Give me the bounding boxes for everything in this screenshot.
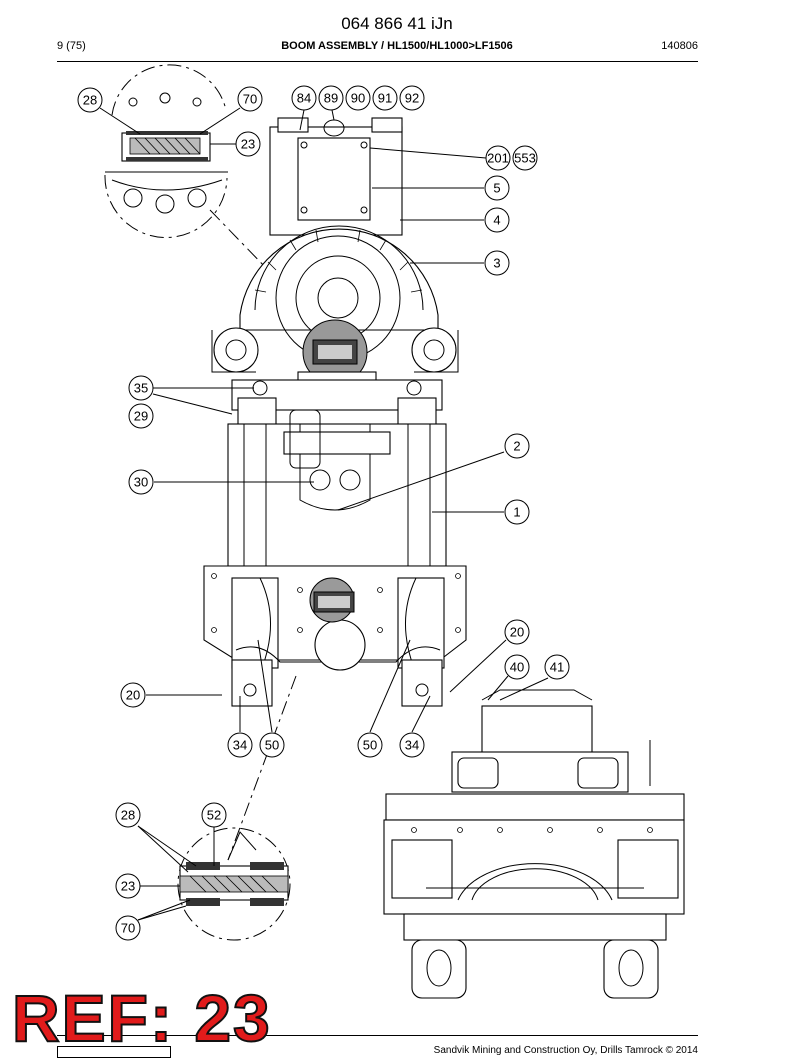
svg-text:34: 34	[405, 738, 419, 753]
callout-553: 553	[512, 145, 538, 171]
page-number: 9 (75)	[57, 40, 86, 52]
footer-copyright: Sandvik Mining and Construction Oy, Dril…	[433, 1045, 698, 1056]
leader-lines	[99, 107, 549, 921]
page-title: BOOM ASSEMBLY / HL1500/HL1000>LF1506	[281, 40, 513, 52]
svg-text:23: 23	[241, 137, 255, 152]
boom-main-view	[203, 117, 467, 861]
svg-text:40: 40	[510, 660, 524, 675]
svg-text:50: 50	[265, 738, 279, 753]
document-code: 140806	[661, 40, 698, 52]
svg-text:23: 23	[121, 879, 135, 894]
callout-23-bottom: 23	[115, 873, 141, 899]
callout-70-top: 70	[237, 86, 263, 112]
callout-2: 2	[504, 433, 530, 459]
svg-text:34: 34	[233, 738, 247, 753]
svg-text:30: 30	[134, 475, 148, 490]
callout-4: 4	[484, 207, 510, 233]
callout-28-bottom: 28	[115, 802, 141, 828]
callout-20-left: 20	[120, 682, 146, 708]
svg-text:92: 92	[405, 91, 419, 106]
callout-3: 3	[484, 250, 510, 276]
svg-text:3: 3	[493, 256, 500, 271]
callout-90: 90	[345, 85, 371, 111]
svg-text:201: 201	[487, 151, 509, 166]
svg-text:91: 91	[378, 91, 392, 106]
callout-29: 29	[128, 403, 154, 429]
svg-text:4: 4	[493, 213, 500, 228]
reference-stamp: REF: 23	[11, 981, 272, 1055]
callout-84: 84	[291, 85, 317, 111]
detail-view-top	[104, 64, 269, 271]
svg-text:1: 1	[513, 505, 520, 520]
header-rule	[57, 61, 698, 62]
document-number: 064 866 41 iJn	[341, 14, 453, 33]
callout-201: 201	[485, 145, 511, 171]
callout-89: 89	[318, 85, 344, 111]
callout-91: 91	[372, 85, 398, 111]
callout-40: 40	[504, 654, 530, 680]
callout-20-right: 20	[504, 619, 530, 645]
svg-text:35: 35	[134, 381, 148, 396]
callout-70-bottom: 70	[115, 915, 141, 941]
svg-text:90: 90	[351, 91, 365, 106]
svg-text:52: 52	[207, 808, 221, 823]
footer-rule	[57, 1035, 698, 1036]
svg-text:28: 28	[83, 93, 97, 108]
svg-text:28: 28	[121, 808, 135, 823]
svg-text:70: 70	[121, 921, 135, 936]
callout-23-top: 23	[235, 131, 261, 157]
carrier-view	[383, 689, 685, 999]
svg-text:50: 50	[363, 738, 377, 753]
callout-35: 35	[128, 375, 154, 401]
detail-view-bottom	[177, 827, 291, 941]
callout-1: 1	[504, 499, 530, 525]
svg-text:89: 89	[324, 91, 338, 106]
svg-text:2: 2	[513, 439, 520, 454]
callout-34-left: 34	[227, 732, 253, 758]
svg-text:5: 5	[493, 181, 500, 196]
svg-text:29: 29	[134, 409, 148, 424]
callout-52: 52	[201, 802, 227, 828]
svg-text:41: 41	[550, 660, 564, 675]
callout-30: 30	[128, 469, 154, 495]
callout-92: 92	[399, 85, 425, 111]
callout-50-right: 50	[357, 732, 383, 758]
svg-text:553: 553	[514, 151, 536, 166]
svg-text:84: 84	[297, 91, 311, 106]
svg-text:70: 70	[243, 92, 257, 107]
callout-28-top: 28	[77, 87, 103, 113]
svg-text:20: 20	[126, 688, 140, 703]
svg-text:20: 20	[510, 625, 524, 640]
callout-34-right: 34	[399, 732, 425, 758]
callout-41: 41	[544, 654, 570, 680]
callout-50-left: 50	[259, 732, 285, 758]
callout-5: 5	[484, 175, 510, 201]
